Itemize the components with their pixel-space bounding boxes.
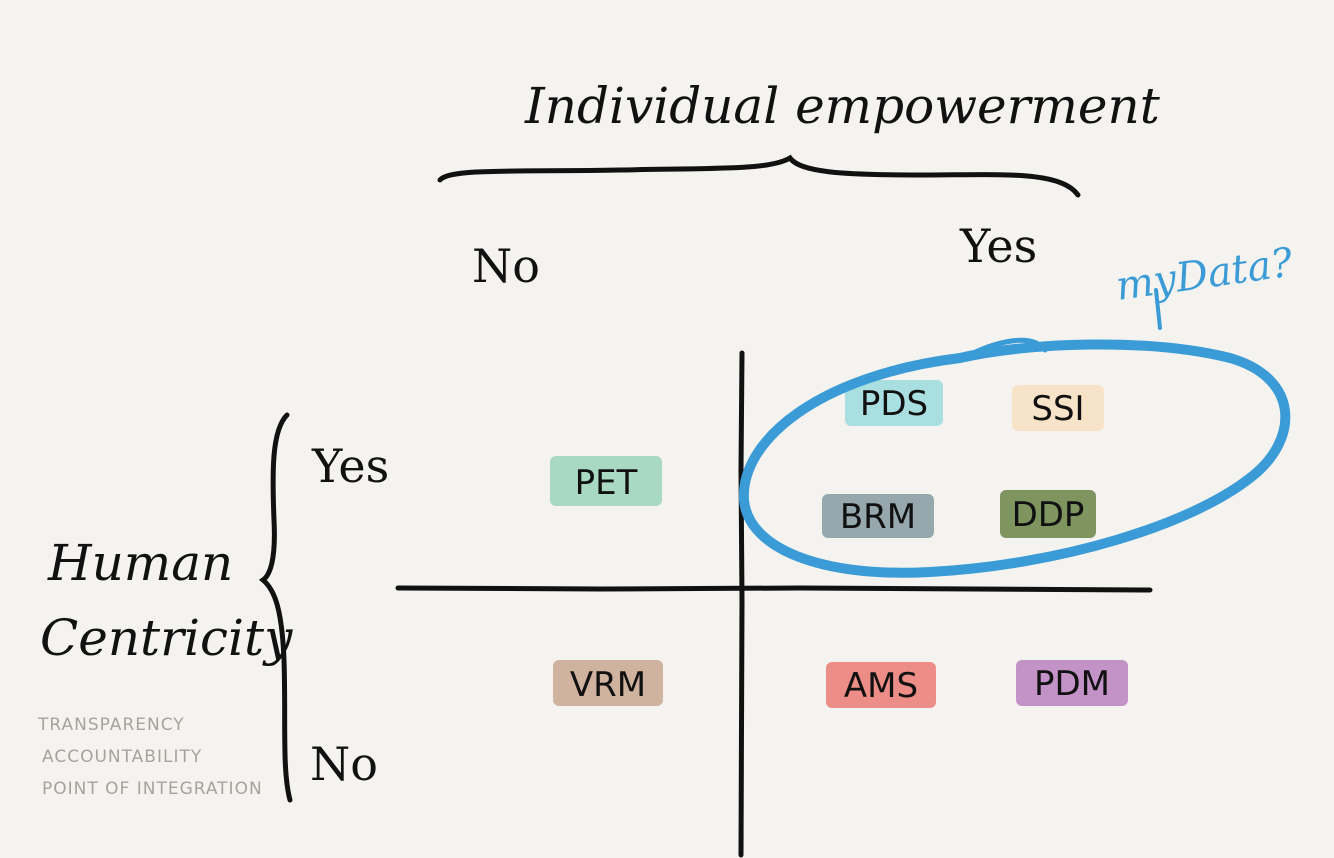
tag-pet: PET bbox=[550, 456, 662, 506]
tag-pds-label: PDS bbox=[860, 384, 928, 424]
tag-ssi-highlight bbox=[1012, 385, 1104, 431]
row-title-line1: Human bbox=[47, 534, 233, 592]
column-label-yes: Yes bbox=[959, 219, 1037, 273]
tag-brm-label: BRM bbox=[840, 497, 916, 537]
note-point-of-integration: POINT OF INTEGRATION bbox=[42, 779, 263, 799]
tag-ddp-highlight bbox=[1000, 490, 1096, 538]
row-label-no: No bbox=[310, 737, 378, 791]
row-title-line2: Centricity bbox=[40, 609, 293, 667]
horizontal-axis bbox=[395, 585, 1153, 593]
cluster-ellipse bbox=[738, 339, 1291, 578]
column-label-no: No bbox=[472, 239, 540, 293]
diagram-title: Individual empowerment bbox=[524, 77, 1161, 135]
cluster-tail bbox=[957, 337, 1048, 363]
tag-pdm-highlight bbox=[1016, 660, 1128, 706]
tag-vrm-highlight bbox=[553, 660, 663, 706]
tag-pdm: PDM bbox=[1016, 660, 1128, 706]
tag-brm: BRM bbox=[822, 494, 934, 538]
tag-pdm-label: PDM bbox=[1034, 664, 1110, 704]
tag-pet-label: PET bbox=[575, 463, 638, 503]
tag-ddp: DDP bbox=[1000, 490, 1096, 538]
tag-brm-highlight bbox=[822, 494, 934, 538]
tag-vrm: VRM bbox=[553, 660, 663, 706]
row-label-yes: Yes bbox=[311, 439, 389, 493]
tag-vrm-label: VRM bbox=[570, 665, 646, 705]
left-brace bbox=[258, 412, 293, 803]
tag-ams: AMS bbox=[826, 662, 936, 708]
tag-pds-highlight bbox=[845, 380, 943, 426]
cluster-label-tick bbox=[1154, 288, 1162, 330]
cluster-label: myData? bbox=[1113, 240, 1296, 310]
tag-ams-label: AMS bbox=[844, 666, 918, 706]
note-transparency: TRANSPARENCY bbox=[37, 715, 185, 735]
tag-ssi-label: SSI bbox=[1031, 389, 1084, 429]
top-brace bbox=[437, 154, 1081, 198]
tag-ssi: SSI bbox=[1012, 385, 1104, 431]
note-accountability: ACCOUNTABILITY bbox=[42, 747, 202, 767]
tag-ams-highlight bbox=[826, 662, 936, 708]
tag-ddp-label: DDP bbox=[1012, 495, 1085, 535]
vertical-axis bbox=[738, 350, 745, 858]
tag-pet-highlight bbox=[550, 456, 662, 506]
tag-pds: PDS bbox=[845, 380, 943, 426]
